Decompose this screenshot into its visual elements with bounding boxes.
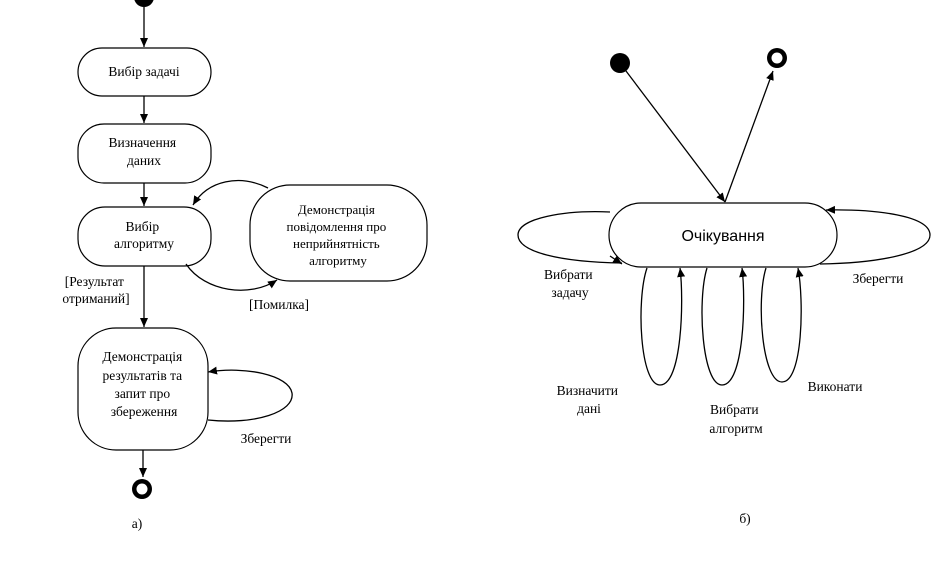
diagram-b: Очікування Вибрати задачу Зберегти Визна… <box>517 48 931 526</box>
arrow-start-to-waiting <box>625 70 726 203</box>
state-error-message-label: Демонстрація повідомлення про неприйнятн… <box>287 202 390 268</box>
transition-choose-algorithm-label: Вибрати алгоритм <box>709 402 763 436</box>
transition-result-label: [Результат отриманий] <box>62 274 129 306</box>
state-choose-algorithm-label: Вибір алгоритму <box>114 219 174 251</box>
arrow-save-loop-a <box>207 366 293 422</box>
final-state-a <box>132 479 152 499</box>
arrow-error-to-algorithm <box>192 180 269 206</box>
initial-state-b <box>610 53 630 73</box>
state-error-message <box>249 184 428 282</box>
caption-a: а) <box>132 516 143 531</box>
state-choose-task-label: Вибір задачі <box>108 64 179 79</box>
arrow-waiting-to-final <box>724 70 774 203</box>
transition-define-data-label: Визначити дані <box>557 383 622 416</box>
loop-choose-algorithm <box>701 267 748 386</box>
transition-choose-task-label: Вибрати задачу <box>544 267 596 300</box>
loop-define-data <box>640 267 686 386</box>
arrow-algorithm-to-error <box>185 263 278 291</box>
loop-choose-task <box>517 211 623 264</box>
state-waiting-label: Очікування <box>681 228 764 245</box>
transition-save-label-a: Зберегти <box>241 431 292 446</box>
transition-execute-label: Виконати <box>808 379 863 394</box>
state-define-data-label: Визначення даних <box>108 135 179 168</box>
caption-b: б) <box>739 511 750 526</box>
final-state-b <box>767 48 787 68</box>
transition-error-label: [Помилка] <box>249 297 309 312</box>
transition-save-label-b: Зберегти <box>853 271 904 286</box>
initial-state-a <box>134 0 154 7</box>
loop-save-b <box>819 205 931 265</box>
state-show-results-label: Демонстрація результатів та запит про зб… <box>102 349 185 419</box>
diagram-a: Вибір задачі Визначення даних Вибір алго… <box>62 0 428 531</box>
loop-execute <box>760 267 804 383</box>
arrow-choose-task-head <box>609 255 623 265</box>
state-waiting <box>608 202 838 268</box>
